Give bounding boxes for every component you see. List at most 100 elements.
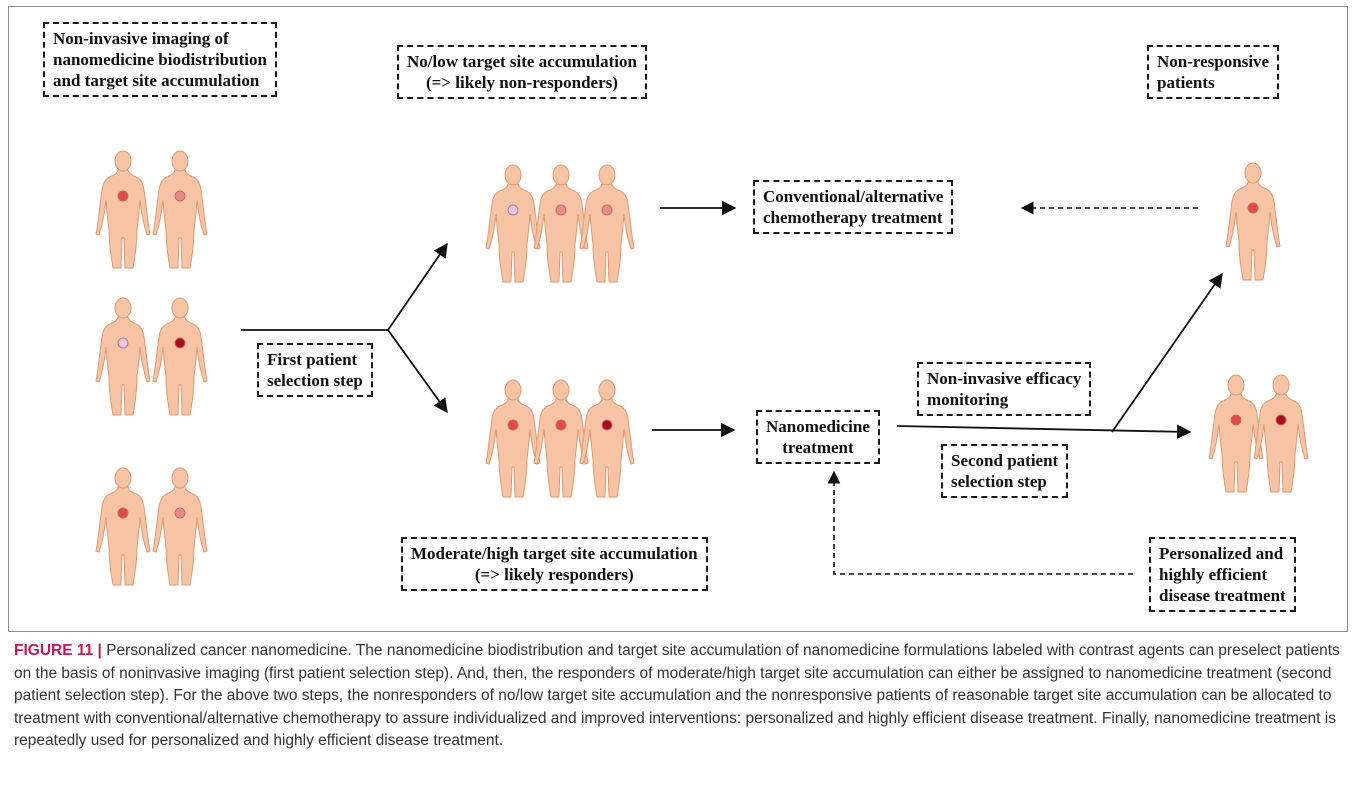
second-selection-line: selection step [951, 472, 1047, 491]
personalized-line: Personalized and [1159, 544, 1284, 563]
patient-figure [152, 467, 208, 586]
patient-head [552, 164, 570, 186]
patient-body [152, 169, 208, 269]
target-site-spot [174, 507, 186, 519]
target-site-spot [117, 337, 129, 349]
first-selection-line: selection step [267, 371, 363, 390]
patient-body [533, 183, 589, 283]
nanomedicine-treatment-box: Nanomedicine treatment [756, 410, 880, 464]
conventional-line: Conventional/alternative [763, 187, 944, 206]
patient-body [95, 316, 151, 416]
conventional-treatment-box: Conventional/alternative chemotherapy tr… [753, 180, 954, 234]
target-site-spot [117, 190, 129, 202]
target-site-spot [1230, 414, 1242, 426]
figure-frame [8, 6, 1348, 632]
first-selection-box: First patient selection step [257, 343, 373, 397]
patient-body [1253, 393, 1309, 493]
nanomedicine-treatment-line: treatment [782, 438, 854, 457]
patient-head [114, 297, 132, 319]
non-responsive-line: patients [1157, 73, 1215, 92]
second-selection-box: Second patient selection step [941, 444, 1069, 498]
low-accumulation-box: No/low target site accumulation (=> like… [397, 45, 647, 99]
efficacy-monitoring-line: monitoring [927, 390, 1009, 409]
patient-figure [533, 164, 589, 283]
figure-caption: FIGURE 11 | Personalized cancer nanomedi… [14, 640, 1344, 753]
personalized-line: highly efficient [1159, 565, 1268, 584]
patient-body [152, 316, 208, 416]
personalized-line: disease treatment [1159, 586, 1286, 605]
patient-body [95, 169, 151, 269]
patient-body [533, 398, 589, 498]
arrow-to-low-group [387, 242, 448, 331]
high-accumulation-line: (=> likely responders) [474, 565, 634, 584]
patient-head [1227, 374, 1245, 396]
personalized-treatment-box: Personalized and highly efficient diseas… [1149, 537, 1296, 612]
target-site-spot [1247, 202, 1259, 214]
patient-head [598, 379, 616, 401]
patient-head [552, 379, 570, 401]
patient-head [114, 150, 132, 172]
high-accumulation-line: Moderate/high target site accumulation [411, 544, 698, 563]
target-site-spot [117, 507, 129, 519]
target-site-spot [555, 204, 567, 216]
patient-head [114, 467, 132, 489]
patient-head [171, 150, 189, 172]
dashed-arrow-personalized-to-nanomedicine [827, 470, 1133, 575]
patient-figure [95, 297, 151, 416]
second-selection-line: Second patient [951, 451, 1059, 470]
patient-figure [485, 379, 541, 498]
patient-body [485, 398, 541, 498]
connectors [241, 200, 1223, 575]
imaging-box: Non-invasive imaging of nanomedicine bio… [43, 22, 277, 97]
efficacy-monitoring-box: Non-invasive efficacy monitoring [917, 362, 1092, 416]
patient-body [152, 486, 208, 586]
patient-figure [152, 150, 208, 269]
nanomedicine-treatment-line: Nanomedicine [766, 417, 870, 436]
target-site-spot [601, 204, 613, 216]
patient-body [485, 183, 541, 283]
patient-figure [579, 164, 635, 283]
first-selection-line: First patient [267, 350, 358, 369]
patient-figure [152, 297, 208, 416]
patient-figure [1225, 162, 1281, 281]
target-site-spot [174, 337, 186, 349]
patient-head [171, 297, 189, 319]
target-site-spot [507, 204, 519, 216]
low-accumulation-line: No/low target site accumulation [407, 52, 637, 71]
patient-figure [533, 379, 589, 498]
patient-figure [1253, 374, 1309, 493]
caption-label: FIGURE 11 | [14, 642, 102, 659]
patient-figure [95, 467, 151, 586]
patient-figure [95, 150, 151, 269]
patient-body [579, 398, 635, 498]
arrow-to-high-group [387, 329, 448, 414]
patient-body [1208, 393, 1264, 493]
patient-head [598, 164, 616, 186]
arrow-nanomedicine-to-responders [896, 424, 1192, 439]
efficacy-monitoring-line: Non-invasive efficacy [927, 369, 1082, 388]
patient-figure [579, 379, 635, 498]
patient-figures [95, 150, 1309, 586]
imaging-box-line: nanomedicine biodistribution [53, 50, 267, 69]
target-site-spot [601, 419, 613, 431]
imaging-box-line: Non-invasive imaging of [53, 29, 229, 48]
caption-text: Personalized cancer nanomedicine. The na… [14, 642, 1340, 749]
patient-body [95, 486, 151, 586]
patient-head [171, 467, 189, 489]
non-responsive-line: Non-responsive [1157, 52, 1270, 71]
target-site-spot [174, 190, 186, 202]
arrow-to-non-responsive [1111, 272, 1223, 433]
target-site-spot [1275, 414, 1287, 426]
non-responsive-box: Non-responsive patients [1147, 45, 1280, 99]
flow-diagram [95, 150, 1309, 586]
target-site-spot [555, 419, 567, 431]
low-accumulation-line: (=> likely non-responders) [426, 73, 618, 92]
high-accumulation-box: Moderate/high target site accumulation (… [401, 537, 708, 591]
conventional-line: chemotherapy treatment [763, 208, 943, 227]
patient-body [579, 183, 635, 283]
patient-figure [1208, 374, 1264, 493]
patient-figure [485, 164, 541, 283]
patient-body [1225, 181, 1281, 281]
imaging-box-line: and target site accumulation [53, 71, 260, 90]
patient-head [504, 164, 522, 186]
